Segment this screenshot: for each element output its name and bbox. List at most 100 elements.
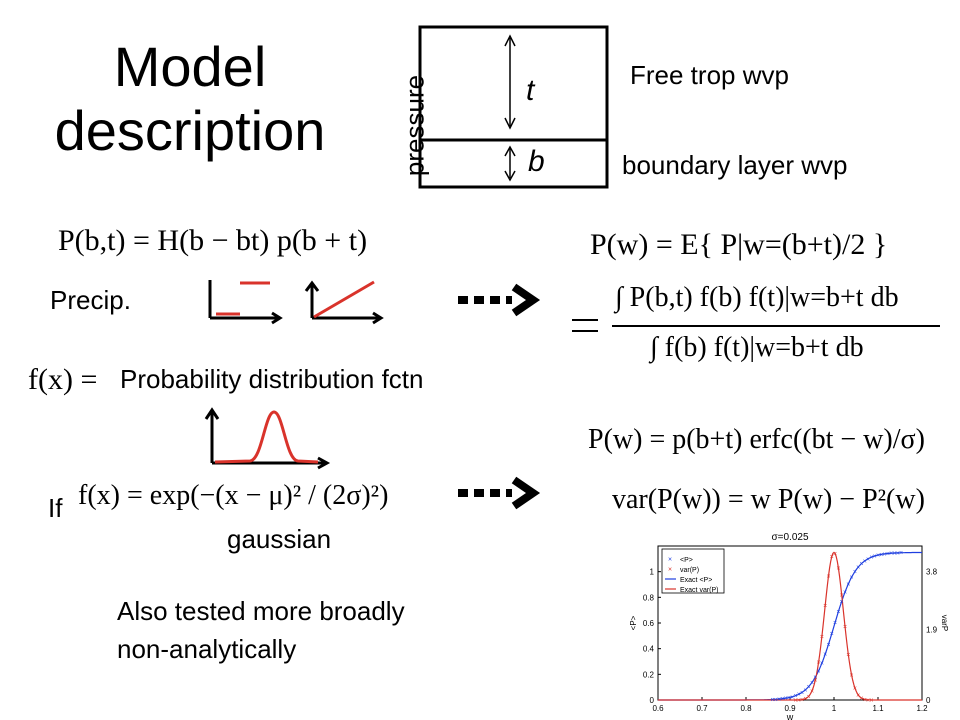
series-p-marker: × [899, 550, 903, 557]
series-p-marker: × [787, 695, 791, 702]
series-varp-marker: × [820, 634, 824, 641]
ratio-numerator: ∫ P(b,t) f(b) f(t)|w=b+t db [615, 282, 899, 313]
series-p-marker: × [863, 558, 867, 565]
x-tick-label-5: 1.1 [872, 704, 884, 713]
series-p-marker: × [807, 684, 811, 691]
slide-title: Model description [0, 35, 380, 163]
series-varp-marker: × [843, 624, 847, 631]
series-p-marker: × [850, 575, 854, 582]
series-varp-marker: × [797, 697, 801, 704]
series-p-marker: × [879, 552, 883, 559]
pdf-description: Probability distribution fctn [120, 364, 424, 394]
series-varp-marker: × [830, 554, 834, 561]
x-tick-label-4: 1 [832, 704, 837, 713]
x-tick-label-1: 0.7 [696, 704, 708, 713]
legend-marker-0: × [668, 557, 672, 564]
series-p-marker: × [823, 652, 827, 659]
legend-label-3: Exact var(P) [680, 587, 719, 594]
chart-legend [661, 548, 725, 594]
series-varp-marker: × [856, 692, 860, 699]
series-p-marker: × [817, 668, 821, 675]
series-varp-marker: × [803, 696, 807, 703]
legend-label-0: <P> [680, 557, 693, 564]
y-axis-label-right: varP [940, 615, 949, 631]
precip-model-equation: P(b,t) = H(b − bt) p(b + t) [58, 224, 368, 257]
series-varp-marker: × [810, 688, 814, 695]
legend-label-2: Exact <P> [680, 577, 712, 584]
free-trop-caption: Free trop wvp [630, 60, 789, 90]
series-p-marker: × [784, 696, 788, 703]
series-p-marker: × [876, 553, 880, 560]
ratio-denominator: ∫ f(b) f(t)|w=b+t db [650, 332, 864, 363]
series-p-marker: × [892, 551, 896, 558]
series-p-marker: × [826, 642, 830, 649]
series-p-marker: × [813, 675, 817, 682]
gaussian-label: gaussian [227, 524, 332, 554]
y-tick-label-3: 0.6 [643, 619, 655, 628]
gaussian-equation: f(x) = exp(−(x − μ)² / (2σ)²) [78, 480, 389, 511]
series-p-marker: × [866, 556, 870, 563]
series-p-marker: × [843, 590, 847, 597]
series-p-marker: × [856, 565, 860, 572]
title-line-1: Model [113, 35, 267, 98]
x-tick-label-2: 0.8 [740, 704, 752, 713]
pdf-equation-lhs: f(x) = [28, 363, 98, 396]
if-label: If [48, 493, 63, 523]
series-varp-marker: × [793, 697, 797, 704]
series-p-marker: × [800, 690, 804, 697]
series-p-marker: × [836, 609, 840, 616]
y-tick-label-0: 0 [650, 696, 655, 705]
layer-t-label: t [526, 74, 535, 107]
title-line-2: description [54, 99, 326, 162]
series-p-marker: × [780, 696, 784, 703]
boundary-layer-caption: boundary layer wvp [622, 150, 848, 180]
series-p-marker: × [797, 692, 801, 699]
series-p-marker: × [840, 599, 844, 606]
series-varp-marker: × [836, 565, 840, 572]
series-varp-marker: × [846, 652, 850, 659]
linear-ramp [313, 280, 375, 319]
y-tick-label-5: 1 [650, 568, 655, 577]
series-p-marker: × [859, 561, 863, 568]
x-tick-label-0: 0.6 [652, 704, 664, 713]
series-p-marker: × [886, 551, 890, 558]
series-varp-marker: × [813, 678, 817, 685]
precip-label: Precip. [50, 285, 131, 315]
y-axis-label-left: <P> [629, 615, 638, 630]
implies-arrow-top [458, 283, 541, 317]
column-box [418, 25, 609, 189]
series-varp-marker: × [833, 551, 837, 558]
series-p-marker: × [873, 553, 877, 560]
chart-title: σ=0.025 [771, 532, 808, 543]
series-p-marker: × [803, 687, 807, 694]
series-varp-marker: × [863, 697, 867, 704]
series-varp-marker: × [866, 697, 870, 704]
series-p-marker: × [777, 697, 781, 704]
series-p-marker: × [846, 582, 850, 589]
series-p-marker: × [820, 661, 824, 668]
implies-arrow-bottom [458, 476, 541, 510]
y-tick-label-1: 0.2 [643, 670, 655, 679]
note-line-1: Also tested more broadly [117, 596, 405, 626]
series-varp-marker: × [823, 603, 827, 610]
series-varp-marker: × [826, 573, 830, 580]
series-p-marker: × [774, 697, 778, 704]
variance-equation: var(P(w)) = w P(w) − P²(w) [612, 484, 925, 515]
series-p-marker: × [810, 680, 814, 687]
x-tick-label-3: 0.9 [784, 704, 796, 713]
series-varp-marker: × [869, 697, 873, 704]
series-p-marker: × [853, 569, 857, 576]
closed-form-equation: P(w) = p(b+t) erfc((bt − w)/σ) [588, 424, 925, 455]
y2-tick-label-1: 1.9 [926, 625, 938, 634]
x-axis-label: w [786, 712, 794, 720]
series-p-marker: × [790, 694, 794, 701]
series-varp-marker: × [840, 592, 844, 599]
series-varp-marker: × [850, 673, 854, 680]
series-exact-varp-line [658, 551, 922, 701]
y2-tick-label-2: 3.8 [926, 568, 938, 577]
y-tick-label-4: 0.8 [643, 593, 655, 602]
series-p-marker: × [830, 631, 834, 638]
